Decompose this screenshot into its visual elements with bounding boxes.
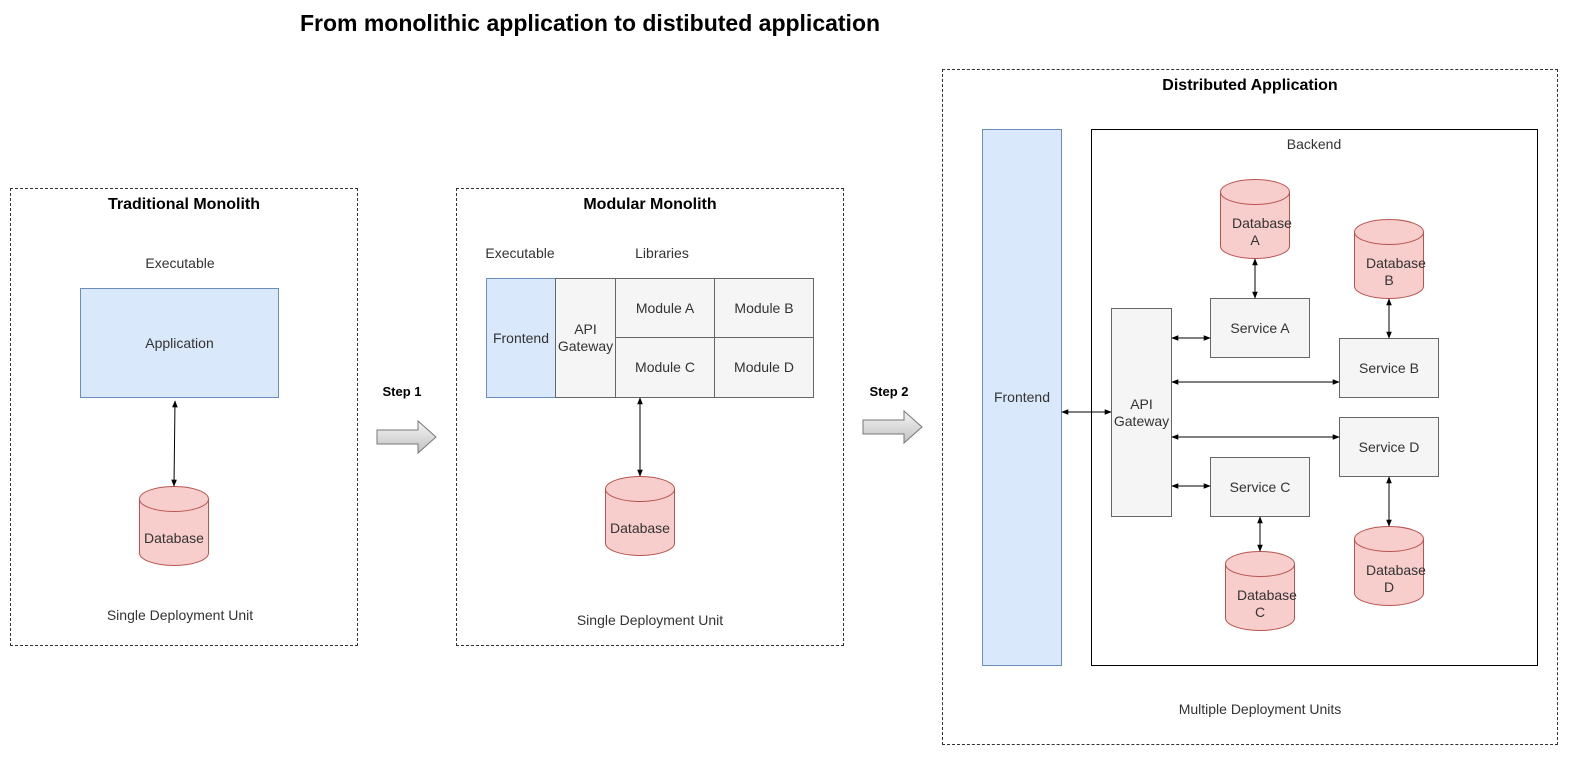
database-cylinder-icon [1225, 551, 1295, 631]
arrow-application-database [171, 400, 178, 487]
database-d: Database D [1354, 526, 1426, 606]
modular-footer: Single Deployment Unit [576, 612, 724, 628]
database-b-label: Database B [1366, 255, 1426, 288]
modular-frontend-box: Frontend [486, 278, 556, 398]
database-a-label: Database A [1232, 215, 1292, 248]
module-a-box: Module A [615, 278, 715, 338]
service-a-box: Service A [1210, 298, 1310, 358]
step-1-arrow-icon [376, 420, 437, 454]
database-cylinder-icon [1220, 179, 1290, 259]
distributed-application-title: Distributed Application [1162, 77, 1338, 94]
step-2-arrow-icon [862, 410, 923, 444]
database-cylinder-icon [605, 476, 675, 556]
modular-api-gateway-box: API Gateway [555, 278, 616, 398]
module-c-box: Module C [615, 337, 715, 398]
modular-monolith-panel [456, 188, 844, 646]
module-d-box: Module D [714, 337, 814, 398]
traditional-database: Database [139, 486, 209, 566]
database-b: Database B [1354, 219, 1426, 299]
traditional-monolith-title: Traditional Monolith [108, 196, 260, 213]
backend-label: Backend [1286, 136, 1342, 152]
modular-database-label: Database [610, 520, 670, 536]
database-cylinder-icon [139, 486, 209, 566]
application-box: Application [80, 288, 279, 398]
traditional-monolith-panel [10, 188, 358, 646]
diagram-title: From monolithic application to distibute… [299, 10, 881, 36]
distributed-application-panel [942, 69, 1558, 745]
database-c: Database C [1225, 551, 1297, 631]
traditional-footer: Single Deployment Unit [106, 607, 254, 623]
traditional-database-label: Database [144, 530, 204, 546]
module-b-box: Module B [714, 278, 814, 338]
distributed-footer: Multiple Deployment Units [1178, 701, 1342, 717]
modular-database: Database [605, 476, 675, 556]
modular-libraries-label: Libraries [635, 245, 689, 261]
modular-monolith-title: Modular Monolith [583, 196, 717, 213]
step-1-label: Step 1 [382, 384, 422, 399]
database-cylinder-icon [1354, 219, 1424, 299]
modular-executable-label: Executable [485, 245, 555, 261]
distributed-frontend-box: Frontend [982, 129, 1062, 666]
database-a: Database A [1220, 179, 1292, 259]
database-cylinder-icon [1354, 526, 1424, 606]
traditional-executable-label: Executable [145, 255, 215, 271]
database-d-label: Database D [1366, 562, 1426, 595]
service-d-box: Service D [1339, 417, 1439, 477]
step-2-label: Step 2 [869, 384, 909, 399]
database-c-label: Database C [1237, 587, 1297, 620]
